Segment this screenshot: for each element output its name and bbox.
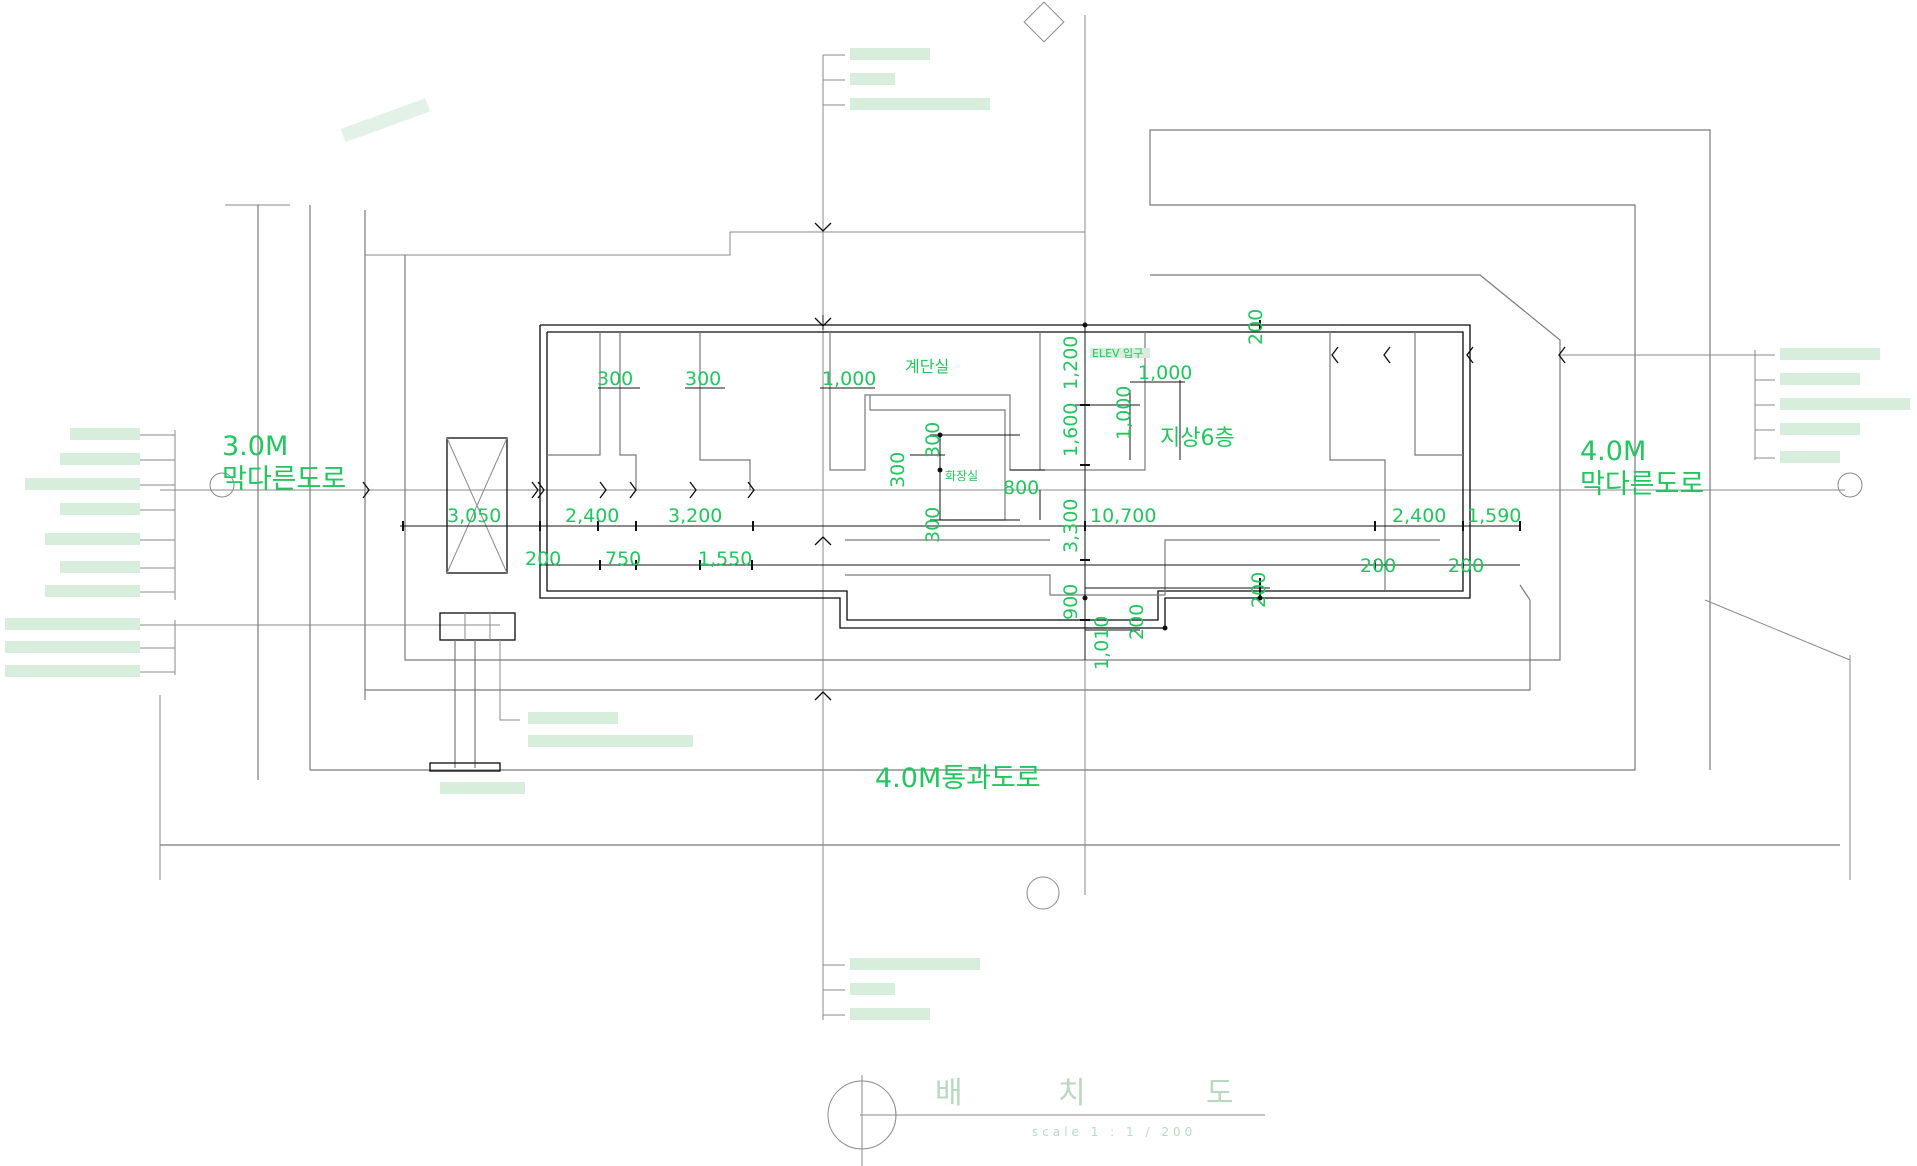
dim-low-2: 750: [605, 548, 641, 570]
dim-vert-2: 1,600: [1060, 403, 1082, 457]
dim-vert-8: 300: [922, 507, 944, 543]
grid-marker-right: [1837, 472, 1863, 498]
dim-top-5: 200: [1245, 309, 1267, 345]
title-char-2: 치: [1058, 1076, 1086, 1111]
dim-top-2: 300: [685, 368, 721, 390]
hatched-box: [429, 437, 520, 772]
dim-low-7: 200: [1126, 604, 1148, 640]
north-marker-bottom: [1026, 876, 1060, 910]
room-stair-label: 계단실: [905, 357, 949, 376]
dim-mid-1: 3,050: [447, 505, 501, 527]
road-left-type: 막다른도로: [222, 464, 346, 495]
room-mech-label: 화장실: [945, 469, 978, 483]
title-char-3: 도: [1206, 1076, 1234, 1111]
dim-vert-6: 300: [922, 422, 944, 458]
road-right-width: 4.0M: [1580, 436, 1646, 467]
dim-mid-3: 3,200: [668, 505, 722, 527]
floor-label: 지상6층: [1160, 426, 1235, 451]
title-char-1: 배: [935, 1076, 963, 1111]
dim-vert-1: 1,200: [1060, 336, 1082, 390]
road-bottom-label: 4.0M통과도로: [875, 763, 1041, 794]
dim-mid-4: 10,700: [1090, 505, 1156, 527]
dim-vert-7: 300: [887, 452, 909, 488]
faint-annotations: [5, 48, 1910, 1020]
dim-vert-10: 800: [1003, 477, 1039, 499]
dim-top-1: 300: [597, 368, 633, 390]
dim-mid-5: 2,400: [1392, 505, 1446, 527]
dim-mid-2: 2,400: [565, 505, 619, 527]
room-elevator-label: ELEV 입구: [1092, 347, 1143, 360]
dim-low-1: 200: [525, 548, 561, 570]
dim-vert-3: 3,300: [1060, 499, 1082, 553]
building-outline: [539, 324, 1471, 629]
grid-marker-left: [209, 472, 235, 498]
dim-low-3: 1,550: [698, 548, 752, 570]
dim-top-4: 1,000: [1138, 362, 1192, 384]
north-marker-top: [1023, 1, 1065, 43]
dim-low-6: 200: [1248, 572, 1270, 608]
dimension-lines: [362, 222, 1566, 701]
dim-low-4: 200: [1360, 555, 1396, 577]
road-left-width: 3.0M: [222, 431, 288, 462]
title-scale: scale 1 : 1 / 200: [1032, 1125, 1196, 1139]
dim-top-3: 1,000: [822, 368, 876, 390]
dim-vert-4: 900: [1060, 584, 1082, 620]
leader-lines: [140, 54, 1775, 1016]
title-block: 배 치 도 scale 1 : 1 / 200: [827, 1075, 1234, 1166]
dim-vert-5: 1,010: [1091, 616, 1113, 670]
dim-mid-6: 1,590: [1467, 505, 1521, 527]
dim-low-5: 200: [1448, 555, 1484, 577]
dim-vert-9: 1,000: [1113, 386, 1135, 440]
road-right-type: 막다른도로: [1580, 469, 1704, 500]
